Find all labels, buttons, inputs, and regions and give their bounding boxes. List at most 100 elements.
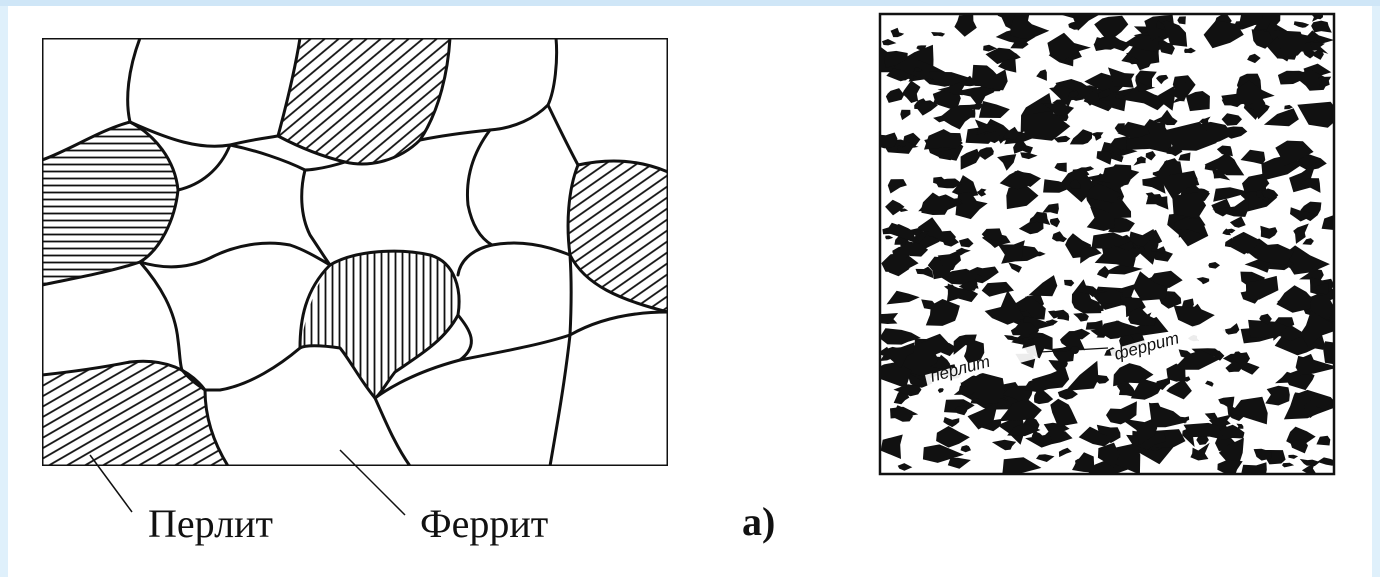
pearlite-blob bbox=[921, 299, 936, 310]
pearlite-blob bbox=[893, 384, 922, 397]
pearlite-blob bbox=[1247, 53, 1261, 64]
pearlite-blob bbox=[1316, 435, 1331, 446]
pearlite-blob bbox=[1048, 310, 1061, 319]
pearlite-blob bbox=[1295, 68, 1328, 91]
pearlite-blob bbox=[1282, 462, 1295, 468]
pearlite-blob bbox=[1221, 113, 1242, 126]
pearlite-blob bbox=[1301, 464, 1317, 474]
pearlite-blob bbox=[967, 101, 984, 110]
pearlite-blob bbox=[1158, 85, 1175, 111]
pearlite-blob bbox=[1103, 197, 1132, 220]
pearlite-blob bbox=[955, 192, 988, 220]
pearlite-blob bbox=[891, 405, 913, 422]
pearlite-blob bbox=[1080, 246, 1102, 264]
pearlite-blob bbox=[960, 445, 971, 453]
pearlite-blob bbox=[924, 129, 963, 150]
pearlite-blob bbox=[1087, 459, 1129, 474]
pearlite-blob bbox=[954, 404, 968, 416]
pearlite-blob bbox=[937, 80, 968, 96]
pearlite-blob bbox=[1126, 119, 1173, 154]
pearlite-blob bbox=[1128, 307, 1157, 326]
pearlite-blob bbox=[998, 57, 1017, 73]
pearlite-blob bbox=[1304, 400, 1325, 418]
perlit-leader-line bbox=[89, 454, 133, 513]
pearlite-blob bbox=[922, 444, 964, 463]
pearlite-blob bbox=[1123, 35, 1170, 53]
pearlite-blob bbox=[1224, 228, 1236, 234]
pearlite-blob bbox=[1047, 32, 1091, 62]
pearlite-blob bbox=[991, 439, 1017, 451]
pearlite-blob bbox=[1203, 20, 1244, 49]
pearlite-blob bbox=[917, 217, 950, 244]
pearlite-grain-left bbox=[42, 122, 178, 285]
pearlite-blob bbox=[1031, 430, 1044, 444]
pearlite-blob bbox=[1119, 417, 1158, 446]
pearlite-blob bbox=[1052, 231, 1068, 243]
pearlite-blob bbox=[1253, 448, 1272, 461]
pearlite-blob bbox=[1108, 67, 1135, 88]
pearlite-blob bbox=[1311, 20, 1332, 33]
pearlite-blob bbox=[1238, 14, 1263, 27]
pearlite-blob bbox=[1129, 231, 1155, 247]
pearlite-blob bbox=[929, 354, 951, 369]
pearlite-blob bbox=[1043, 422, 1070, 442]
pearlite-blob bbox=[1181, 298, 1194, 309]
pearlite-blob bbox=[1049, 217, 1060, 228]
pearlite-blob bbox=[1185, 91, 1210, 112]
pearlite-blob bbox=[1177, 16, 1186, 25]
pearlite-blob bbox=[1242, 365, 1258, 373]
pearlite-blob bbox=[981, 419, 1002, 432]
pearlite-blob bbox=[1293, 21, 1310, 28]
pearlite-blob bbox=[1293, 392, 1301, 398]
pearlite-blob bbox=[984, 290, 1025, 325]
pearlite-blob bbox=[1130, 247, 1146, 254]
pearlite-blob bbox=[1218, 437, 1244, 463]
pearlite-blob bbox=[1068, 90, 1079, 98]
pearlite-blob bbox=[954, 14, 977, 37]
pearlite-blob bbox=[1290, 207, 1316, 222]
pearlite-blob bbox=[1302, 238, 1314, 245]
pearlite-blob bbox=[998, 398, 1042, 422]
pearlite-blob bbox=[1284, 104, 1293, 110]
pearlite-blob bbox=[1094, 15, 1129, 43]
pearlite-blob bbox=[1094, 374, 1110, 384]
ferrit-leader-line bbox=[339, 449, 406, 516]
pearlite-blob bbox=[1174, 217, 1204, 234]
pearlite-blob bbox=[1288, 454, 1299, 459]
pearlite-blob bbox=[1261, 188, 1279, 200]
pearlite-blob bbox=[1166, 379, 1192, 400]
pearlite-blob bbox=[1208, 262, 1220, 269]
pearlite-blob bbox=[964, 338, 985, 365]
subfigure-label: а) bbox=[742, 499, 776, 544]
pearlite-blob bbox=[1117, 121, 1150, 139]
pearlite-blob bbox=[886, 290, 920, 305]
pearlite-blob bbox=[950, 84, 998, 108]
pearlite-blob bbox=[1028, 331, 1045, 341]
pearlite-blob bbox=[885, 88, 905, 103]
pearlite-blob bbox=[1308, 41, 1329, 54]
pearlite-blob bbox=[1236, 80, 1275, 109]
pearlite-blob bbox=[1168, 144, 1183, 157]
pearlite-blob bbox=[1290, 439, 1308, 454]
pearlite-blob bbox=[1093, 35, 1132, 52]
pearlite-blob bbox=[976, 188, 987, 197]
pearlite-blob bbox=[1097, 88, 1112, 99]
pearlite-blob bbox=[1077, 285, 1108, 298]
pearlite-blob bbox=[1157, 20, 1188, 47]
pearlite-blob bbox=[985, 47, 1017, 65]
pearlite-blob bbox=[1060, 330, 1086, 351]
pearlite-blob bbox=[981, 281, 1014, 297]
pearlite-blob bbox=[1236, 423, 1244, 429]
pearlite-blob bbox=[1045, 319, 1058, 326]
pearlite-blob bbox=[1042, 203, 1059, 215]
pearlite-blob bbox=[1069, 179, 1081, 189]
label-ferrit: Феррит bbox=[420, 501, 549, 546]
pearlite-blob bbox=[1229, 216, 1246, 228]
label-perlit: Перлит bbox=[148, 501, 273, 546]
pearlite-blob bbox=[913, 67, 923, 73]
pearlite-blob bbox=[900, 109, 911, 121]
pearlite-blob bbox=[1322, 341, 1334, 365]
pearlite-blob bbox=[939, 104, 974, 130]
pearlite-blob bbox=[980, 69, 1008, 91]
pearlite-blob bbox=[1002, 457, 1042, 474]
